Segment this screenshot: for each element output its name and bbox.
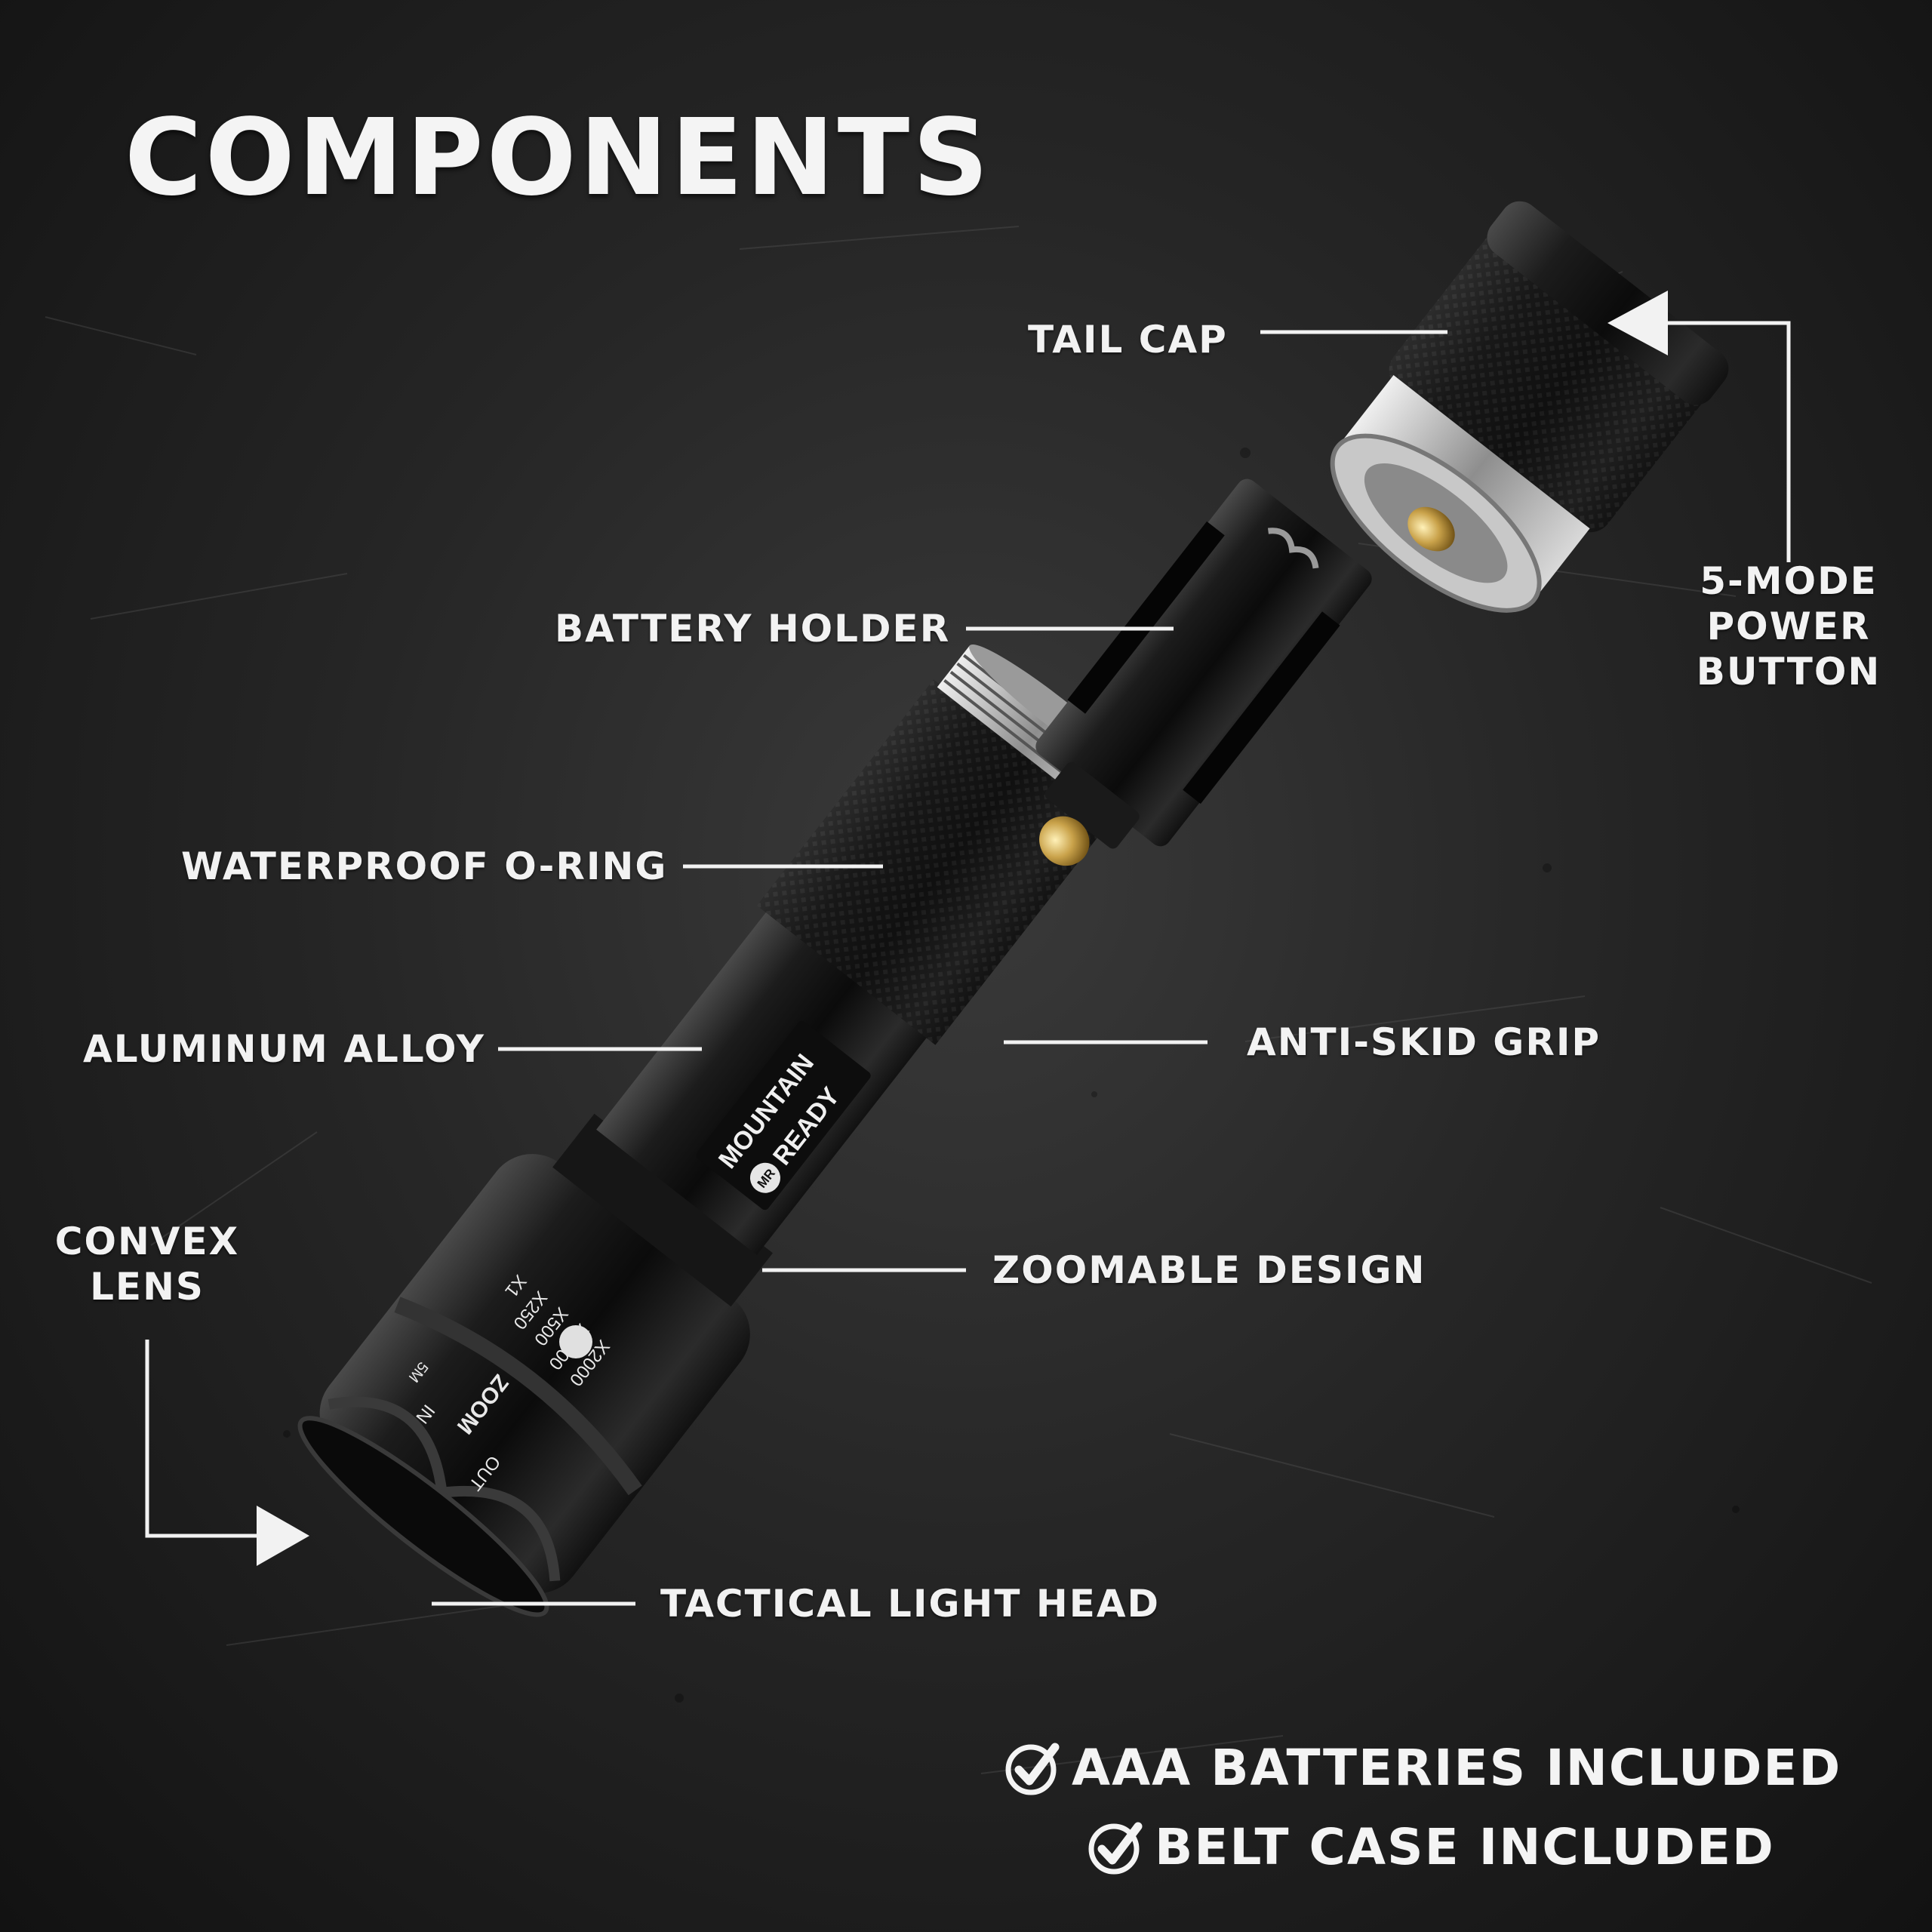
label-power-button-line1: 5-MODE (1700, 559, 1878, 603)
label-power-button: 5-MODE POWER BUTTON (1690, 558, 1887, 694)
included-text-belt-case: BELT CASE INCLUDED (1155, 1818, 1775, 1876)
tail-cap-part (1330, 201, 1729, 613)
label-power-button-line3: BUTTON (1696, 650, 1881, 694)
label-anti-skid-grip: ANTI-SKID GRIP (1247, 1020, 1601, 1064)
zoom-indicator-dot-icon (559, 1325, 592, 1358)
label-power-button-line2: POWER (1706, 605, 1871, 648)
included-text-batteries: AAA BATTERIES INCLUDED (1072, 1739, 1842, 1797)
power-button-arrow-icon (1607, 291, 1668, 355)
battery-holder-part (1035, 478, 1372, 866)
label-convex-lens-line2: LENS (90, 1265, 205, 1309)
label-convex-lens-line1: CONVEX (54, 1220, 240, 1263)
check-circle-icon (1005, 1743, 1060, 1795)
check-circle-icon (1088, 1822, 1143, 1875)
label-convex-lens: CONVEX LENS (53, 1219, 242, 1309)
label-aluminum-alloy: ALUMINUM ALLOY (83, 1027, 485, 1071)
included-item-belt-case: BELT CASE INCLUDED (1087, 1819, 1775, 1876)
brand-logo-icon (749, 1162, 780, 1193)
page-title: COMPONENTS (125, 97, 992, 220)
label-tactical-light-head: TACTICAL LIGHT HEAD (660, 1582, 1161, 1626)
label-tail-cap: TAIL CAP (1028, 318, 1228, 361)
label-zoomable-design: ZOOMABLE DESIGN (992, 1248, 1426, 1292)
convex-lens-arrow-icon (257, 1506, 309, 1566)
label-waterproof-o-ring: WATERPROOF O-RING (181, 844, 668, 888)
included-item-batteries: AAA BATTERIES INCLUDED (1004, 1740, 1841, 1797)
label-battery-holder: BATTERY HOLDER (555, 607, 951, 651)
leader-lines (145, 321, 1791, 1606)
